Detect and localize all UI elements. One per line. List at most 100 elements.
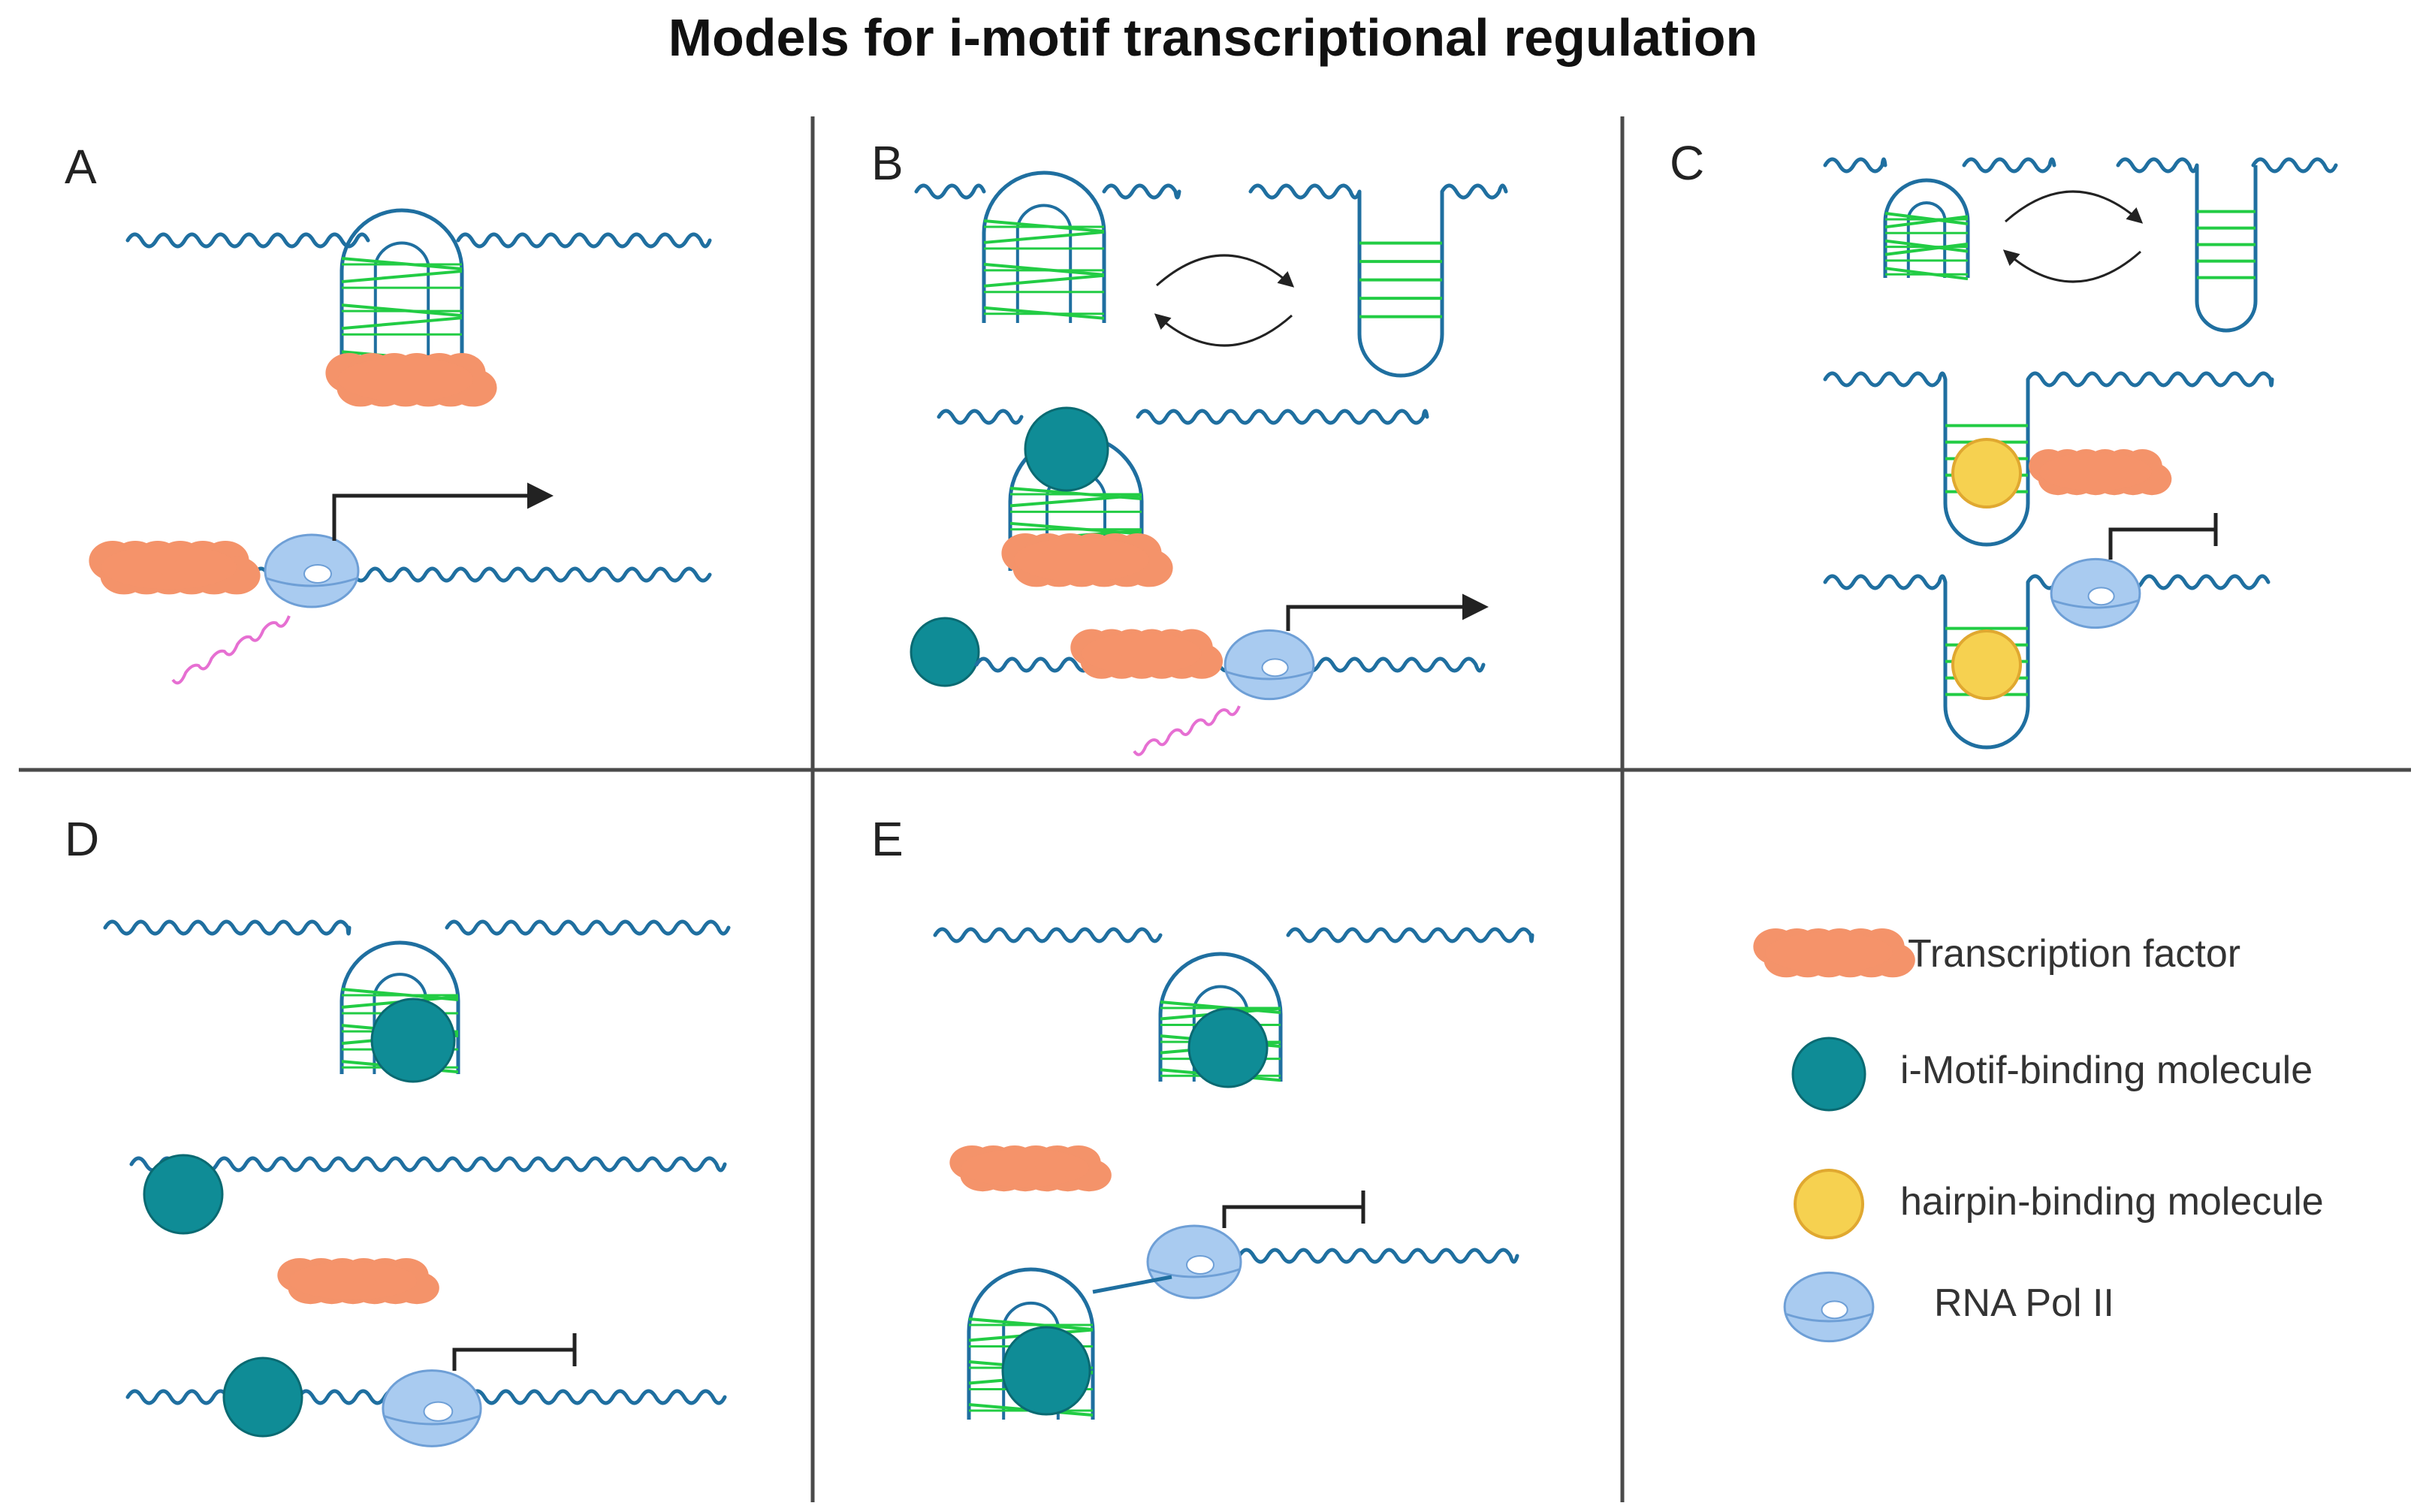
dna-strand bbox=[2116, 157, 2199, 174]
pol-channel bbox=[1261, 658, 1289, 678]
tf-core bbox=[2039, 452, 2152, 491]
dna-strand bbox=[125, 232, 370, 249]
hairpin-loop bbox=[1943, 582, 2030, 750]
legend-label-hairpin-binder: hairpin-binding molecule bbox=[1900, 1180, 2324, 1224]
transcription-blocked-arrow bbox=[1222, 1205, 1363, 1228]
dna-strand bbox=[937, 409, 1024, 425]
equilibrium-arrow-forward bbox=[2005, 190, 2144, 224]
imotif-bond bbox=[983, 230, 1105, 244]
dna-strand bbox=[456, 232, 712, 249]
panel-a-bound-transcription-factor bbox=[89, 541, 261, 595]
pol-fold bbox=[1148, 1268, 1240, 1278]
pol-channel bbox=[1821, 1300, 1848, 1320]
panel-a-rna-pol bbox=[264, 533, 360, 608]
dna-strand bbox=[1136, 409, 1429, 425]
panel-a-transcription-factor bbox=[325, 353, 497, 407]
tf-core bbox=[1082, 632, 1202, 675]
hairpin-loop bbox=[1943, 379, 2030, 547]
imotif-inner-loop bbox=[1015, 204, 1073, 323]
equilibrium-arrow-reverse bbox=[1154, 313, 1293, 347]
pol-channel bbox=[303, 564, 332, 584]
panel-label-c: C bbox=[1670, 136, 1705, 190]
imotif-outer-loop bbox=[339, 208, 464, 368]
hairpin-binder-icon bbox=[1794, 1169, 1864, 1239]
pol-fold bbox=[1226, 671, 1313, 681]
panel-c-free-transcription-factor bbox=[2029, 449, 2172, 496]
tf-core bbox=[1014, 537, 1149, 582]
equilibrium-arrow-forward bbox=[1156, 254, 1295, 288]
pol-fold bbox=[2052, 599, 2139, 609]
dna-strand bbox=[914, 183, 986, 200]
imotif-bond bbox=[1884, 215, 1969, 229]
panel-c-rna-pol bbox=[2050, 557, 2141, 629]
panel-label-b: B bbox=[871, 136, 904, 190]
imotif-bond bbox=[341, 316, 463, 330]
dna-strand bbox=[1286, 927, 1534, 943]
dna-strand bbox=[2251, 157, 2338, 174]
transcription-factor-icon bbox=[1753, 928, 1915, 978]
transcription-blocked-arrow bbox=[2108, 527, 2216, 560]
panel-b-displaced-binder bbox=[910, 617, 980, 687]
imotif-bond bbox=[341, 270, 463, 284]
imotif-bond bbox=[1009, 493, 1142, 508]
panel-d-promoter-binder bbox=[222, 1357, 303, 1438]
panel-c-hairpin bbox=[2195, 165, 2258, 333]
panel-c-hairpin-binder bbox=[1951, 438, 2022, 509]
imotif-bond bbox=[983, 273, 1105, 288]
transcription-blocked-arrow bbox=[452, 1348, 575, 1371]
legend-label-imotif-binder: i-Motif-binding molecule bbox=[1900, 1049, 2313, 1092]
panel-b-rna-pol bbox=[1224, 629, 1315, 701]
imotif-outer-loop bbox=[1158, 952, 1283, 1082]
imotif-outer-loop bbox=[1883, 178, 1970, 278]
panel-e-rna-pol bbox=[1146, 1224, 1242, 1299]
dna-strand bbox=[1440, 183, 1508, 200]
panel-b-imotif bbox=[982, 171, 1106, 323]
imotif-inner-loop bbox=[1906, 201, 1947, 278]
dna-strand bbox=[1823, 574, 1948, 590]
transcription-start-arrow bbox=[332, 482, 554, 541]
legend-label-transcription-factor: Transcription factor bbox=[1908, 932, 2241, 976]
transcription-start-arrow bbox=[1286, 593, 1489, 631]
equilibrium-arrow-reverse bbox=[2002, 249, 2141, 283]
panel-d-transcription-factor bbox=[277, 1258, 439, 1305]
panel-e-imotif-binder bbox=[1187, 1007, 1269, 1088]
pol-fold bbox=[266, 577, 358, 587]
dna-strand bbox=[1248, 183, 1362, 200]
imotif-inner-loop bbox=[1192, 985, 1249, 1082]
panel-d-strand-binder bbox=[143, 1154, 224, 1235]
panel-b-hairpin bbox=[1357, 192, 1444, 378]
imotif-inner-loop bbox=[373, 973, 427, 1074]
panel-e-promoter-binder bbox=[1001, 1326, 1091, 1416]
tf-core bbox=[101, 545, 237, 590]
imotif-outer-loop bbox=[982, 171, 1106, 323]
dna-strand bbox=[103, 919, 352, 936]
pol-channel bbox=[423, 1401, 454, 1422]
dna-strand bbox=[1237, 1248, 1519, 1264]
hairpin-loop bbox=[1357, 192, 1444, 378]
legend-label-rna-pol: RNA Pol II bbox=[1934, 1281, 2114, 1325]
tf-core bbox=[1765, 932, 1893, 973]
mrna-strand bbox=[1133, 705, 1241, 756]
pol-fold bbox=[1785, 1313, 1872, 1323]
dna-strand bbox=[1102, 183, 1181, 200]
panel-d-imotif-binder bbox=[370, 997, 456, 1083]
panel-label-e: E bbox=[871, 812, 904, 866]
hairpin-loop bbox=[2195, 165, 2258, 333]
dna-strand bbox=[2026, 371, 2274, 388]
dna-strand bbox=[1962, 157, 2056, 174]
figure-title: Models for i-motif transcriptional regul… bbox=[668, 8, 1758, 67]
panel-c-hairpin-binder-lower bbox=[1951, 629, 2022, 700]
imotif-outer-loop bbox=[967, 1267, 1095, 1420]
imotif-inner-loop bbox=[1002, 1301, 1060, 1420]
pol-channel bbox=[2087, 587, 2115, 606]
imotif-outer-loop bbox=[339, 940, 460, 1074]
panel-label-a: A bbox=[65, 140, 97, 194]
imotif-binder-icon bbox=[1791, 1037, 1866, 1112]
imotif-inner-loop bbox=[373, 241, 430, 368]
dna-strand bbox=[933, 927, 1163, 943]
pol-channel bbox=[1186, 1255, 1215, 1275]
tf-core bbox=[961, 1148, 1089, 1188]
panel-b-bound-transcription-factor bbox=[1070, 629, 1224, 679]
dna-strand bbox=[445, 919, 731, 936]
